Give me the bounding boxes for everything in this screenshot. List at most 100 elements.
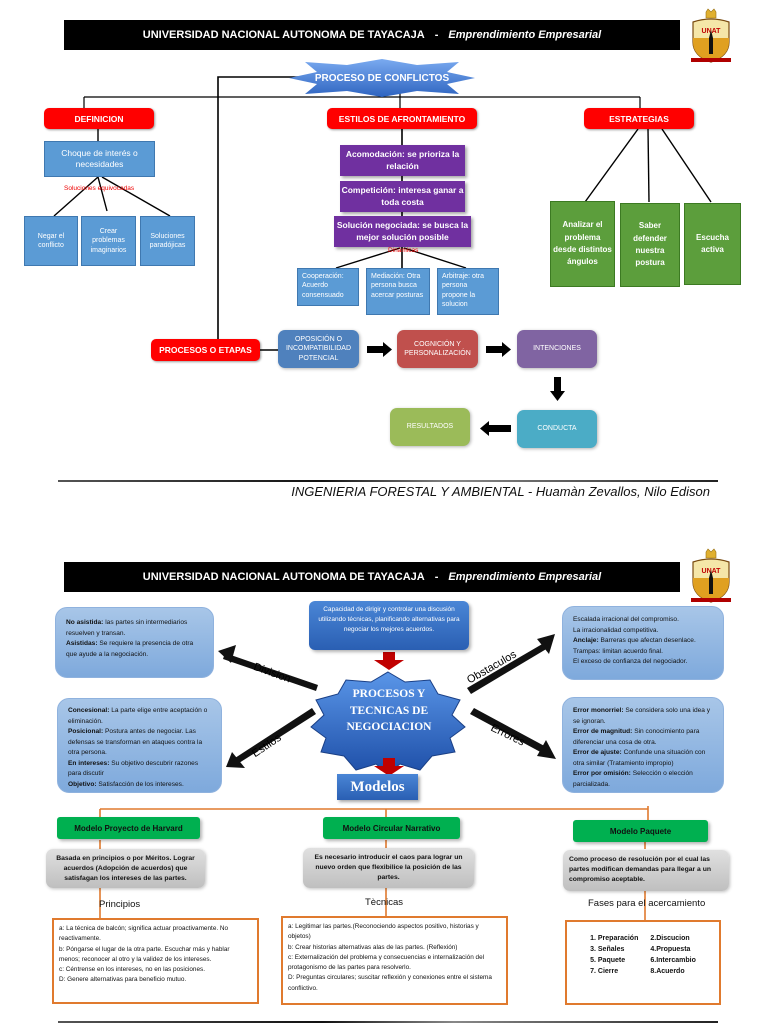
estilo-item: Acomodación: se prioriza la relación bbox=[340, 145, 465, 176]
technique-item: a: Legitimar las partes.(Reconociendo as… bbox=[288, 923, 479, 941]
page1-footer: INGENIERIA FORESTAL Y AMBIENTAL - Huamàn… bbox=[291, 484, 710, 499]
obstaculos-item: Anclaje: Barreras que afectan desenlace. bbox=[573, 637, 696, 645]
central-title-shape bbox=[289, 59, 475, 97]
estilos-item: En intereses: Su objetivo descubrir razo… bbox=[68, 759, 199, 778]
principle-item: D: Genere alternativas para beneficio mu… bbox=[59, 976, 187, 984]
stage-oposicion: OPOSICIÓN O INCOMPATIBILIDAD POTENCIAL bbox=[278, 330, 359, 368]
university-logo-icon: UNAT bbox=[691, 8, 731, 63]
modelos-box: Modelos bbox=[337, 774, 418, 800]
phase-item: 2.Discucion bbox=[650, 935, 690, 942]
phase-item: 8.Acuerdo bbox=[650, 967, 685, 975]
estilos-item: Objetivo: Satisfacción de los intereses. bbox=[68, 780, 184, 788]
estilos-connector-label: Dinámicas bbox=[388, 247, 419, 254]
definicion-label: DEFINICION bbox=[44, 108, 154, 129]
obstaculos-arrow-icon bbox=[467, 634, 555, 694]
definicion-main: Choque de interés o necesidades bbox=[44, 141, 155, 177]
phases-grid: 1. Preparación 2.Discucion 3. Señales 4.… bbox=[572, 934, 714, 977]
model-description-harvard: Basada en principios o por Méritos. Logr… bbox=[46, 849, 205, 888]
estilos-arrow-icon bbox=[226, 708, 316, 768]
page1-footer-divider bbox=[58, 480, 718, 482]
division-item: Asistidas: Se requiere la presencia de o… bbox=[66, 640, 194, 658]
arrow-right-icon bbox=[367, 342, 392, 357]
page1-header-banner: UNIVERSIDAD NACIONAL AUTONOMA DE TAYACAJ… bbox=[64, 20, 680, 50]
technique-item: b: Crear historias alternativas alas de … bbox=[288, 943, 458, 951]
phase-item: 3. Señales bbox=[590, 945, 625, 953]
central-title: PROCESO DE CONFLICTOS bbox=[314, 72, 450, 84]
banner-separator: - bbox=[434, 29, 439, 41]
university-logo-icon: UNAT bbox=[691, 548, 731, 603]
central-line: TECNICAS DE bbox=[349, 704, 429, 717]
arrow-down-icon bbox=[550, 377, 565, 401]
negociacion-central-title: PROCESOS Y TECNICAS DE NEGOCIACION bbox=[320, 686, 458, 736]
page2-header-banner: UNIVERSIDAD NACIONAL AUTONOMA DE TAYACAJ… bbox=[64, 562, 680, 592]
estrategia-item: Analizar el problema desde distintos áng… bbox=[550, 201, 615, 287]
page1-connector-lines bbox=[53, 76, 712, 436]
estilos-child: Mediación: Otra persona busca acercar po… bbox=[366, 268, 430, 315]
obstaculos-item: La irracionalidad competitiva. bbox=[573, 626, 659, 634]
estrategia-item: Escucha activa bbox=[684, 203, 741, 285]
definicion-child: Soluciones paradójicas bbox=[140, 216, 195, 266]
model-section-paquete: Fases para el acercamiento bbox=[588, 898, 706, 909]
definicion-connector-label: Soluciones equivocadas bbox=[64, 185, 135, 192]
stage-conducta: CONDUCTA bbox=[517, 410, 597, 448]
obstaculos-box: Escalada irracional del compromiso. La i… bbox=[562, 606, 724, 680]
estilo-item: Solución negociada: se busca la mejor so… bbox=[334, 216, 471, 247]
model-items-circular: a: Legitimar las partes.(Reconociendo as… bbox=[281, 916, 508, 1005]
phase-item: 5. Paquete bbox=[590, 956, 626, 964]
course-name: Emprendimiento Empresarial bbox=[448, 571, 602, 583]
estilos-label: ESTILOS DE AFRONTAMIENTO bbox=[327, 108, 477, 129]
obstaculos-item: El exceso de confianza del negociador. bbox=[573, 658, 688, 666]
stage-intenciones: INTENCIONES bbox=[517, 330, 597, 368]
arrow-left-icon bbox=[480, 421, 511, 436]
errores-item: Error monorriel: Se considera solo una i… bbox=[573, 707, 711, 725]
stage-cognicion: COGNICIÓN Y PERSONALIZACIÓN bbox=[397, 330, 478, 368]
estilos-child: Arbitraje: otra persona propone la soluc… bbox=[437, 268, 499, 315]
university-name: UNIVERSIDAD NACIONAL AUTONOMA DE TAYACAJ… bbox=[142, 571, 425, 583]
estilos-item: Posicional: Postura antes de negociar. L… bbox=[68, 728, 203, 757]
definicion-child: Crear problemas imaginarios bbox=[81, 216, 136, 266]
errores-item: Error de ajuste: Confunde una situación … bbox=[573, 749, 706, 767]
arrow-down-red-icon bbox=[374, 758, 404, 776]
phase-item: 1. Preparación bbox=[590, 935, 639, 942]
model-description-paquete: Como proceso de resolución por el cual l… bbox=[563, 850, 729, 891]
errores-item: Error de magnitud: Sin conocimiento para… bbox=[573, 728, 700, 746]
procesos-label: PROCESOS O ETAPAS bbox=[151, 339, 260, 361]
division-arrow-icon bbox=[218, 645, 318, 691]
estilos-child: Cooperación: Acuerdo consensuado bbox=[297, 268, 359, 306]
course-name: Emprendimiento Empresarial bbox=[448, 29, 602, 41]
negociacion-definition: Capacidad de dirigir y controlar una dis… bbox=[309, 601, 469, 650]
model-section-circular: Tècnicas bbox=[365, 897, 404, 908]
central-line: PROCESOS Y bbox=[352, 688, 426, 700]
errores-box: Error monorriel: Se considera solo una i… bbox=[562, 697, 724, 793]
model-title-circular: Modelo Circular Narrativo bbox=[323, 817, 460, 839]
banner-separator: - bbox=[434, 571, 439, 583]
arrow-right-icon bbox=[486, 342, 511, 357]
model-items-harvard: a: La técnica de balcón; significa actua… bbox=[52, 918, 259, 1004]
estrategias-label: ESTRATEGIAS bbox=[584, 108, 694, 129]
division-box: No asistida: las partes sin intermediari… bbox=[55, 607, 214, 678]
estilos-box: Concesional: La parte elige entre acepta… bbox=[57, 698, 222, 793]
phase-item: 4.Propuesta bbox=[650, 945, 691, 953]
arrow-down-red-icon bbox=[374, 652, 404, 670]
central-line: NEGOCIACION bbox=[346, 721, 432, 734]
model-title-harvard: Modelo Proyecto de Harvard bbox=[57, 817, 200, 839]
estilos-item: Concesional: La parte elige entre acepta… bbox=[68, 707, 208, 725]
obstaculos-item: Trampas: limitan acuerdo final. bbox=[573, 647, 663, 655]
model-title-paquete: Modelo Paquete bbox=[573, 820, 708, 842]
models-connector-lines bbox=[99, 806, 649, 920]
model-phases-paquete: 1. Preparación 2.Discucion 3. Señales 4.… bbox=[565, 920, 721, 1005]
model-section-harvard: Principios bbox=[99, 899, 141, 910]
obstaculos-item: Escalada irracional del compromiso. bbox=[573, 616, 679, 623]
estilo-item: Competición: interesa ganar a toda costa bbox=[340, 181, 465, 212]
phase-item: 7. Cierre bbox=[590, 967, 619, 975]
university-name: UNIVERSIDAD NACIONAL AUTONOMA DE TAYACAJ… bbox=[142, 29, 425, 41]
page2-footer-divider bbox=[58, 1021, 718, 1023]
technique-item: D: Preguntas circulares; suscitar reflex… bbox=[288, 974, 492, 992]
model-description-circular: Es necesario introducir el caos para log… bbox=[303, 848, 474, 888]
errores-item: Error por omisión: Selección o elección … bbox=[573, 770, 693, 788]
technique-item: c: Externalización del problema y consec… bbox=[288, 953, 485, 971]
stage-resultados: RESULTADOS bbox=[390, 408, 470, 446]
phase-item: 6.Intercambio bbox=[650, 956, 696, 964]
principle-item: c: Céntrense en los intereses, no en las… bbox=[59, 966, 206, 973]
page2-arrows bbox=[218, 634, 556, 776]
